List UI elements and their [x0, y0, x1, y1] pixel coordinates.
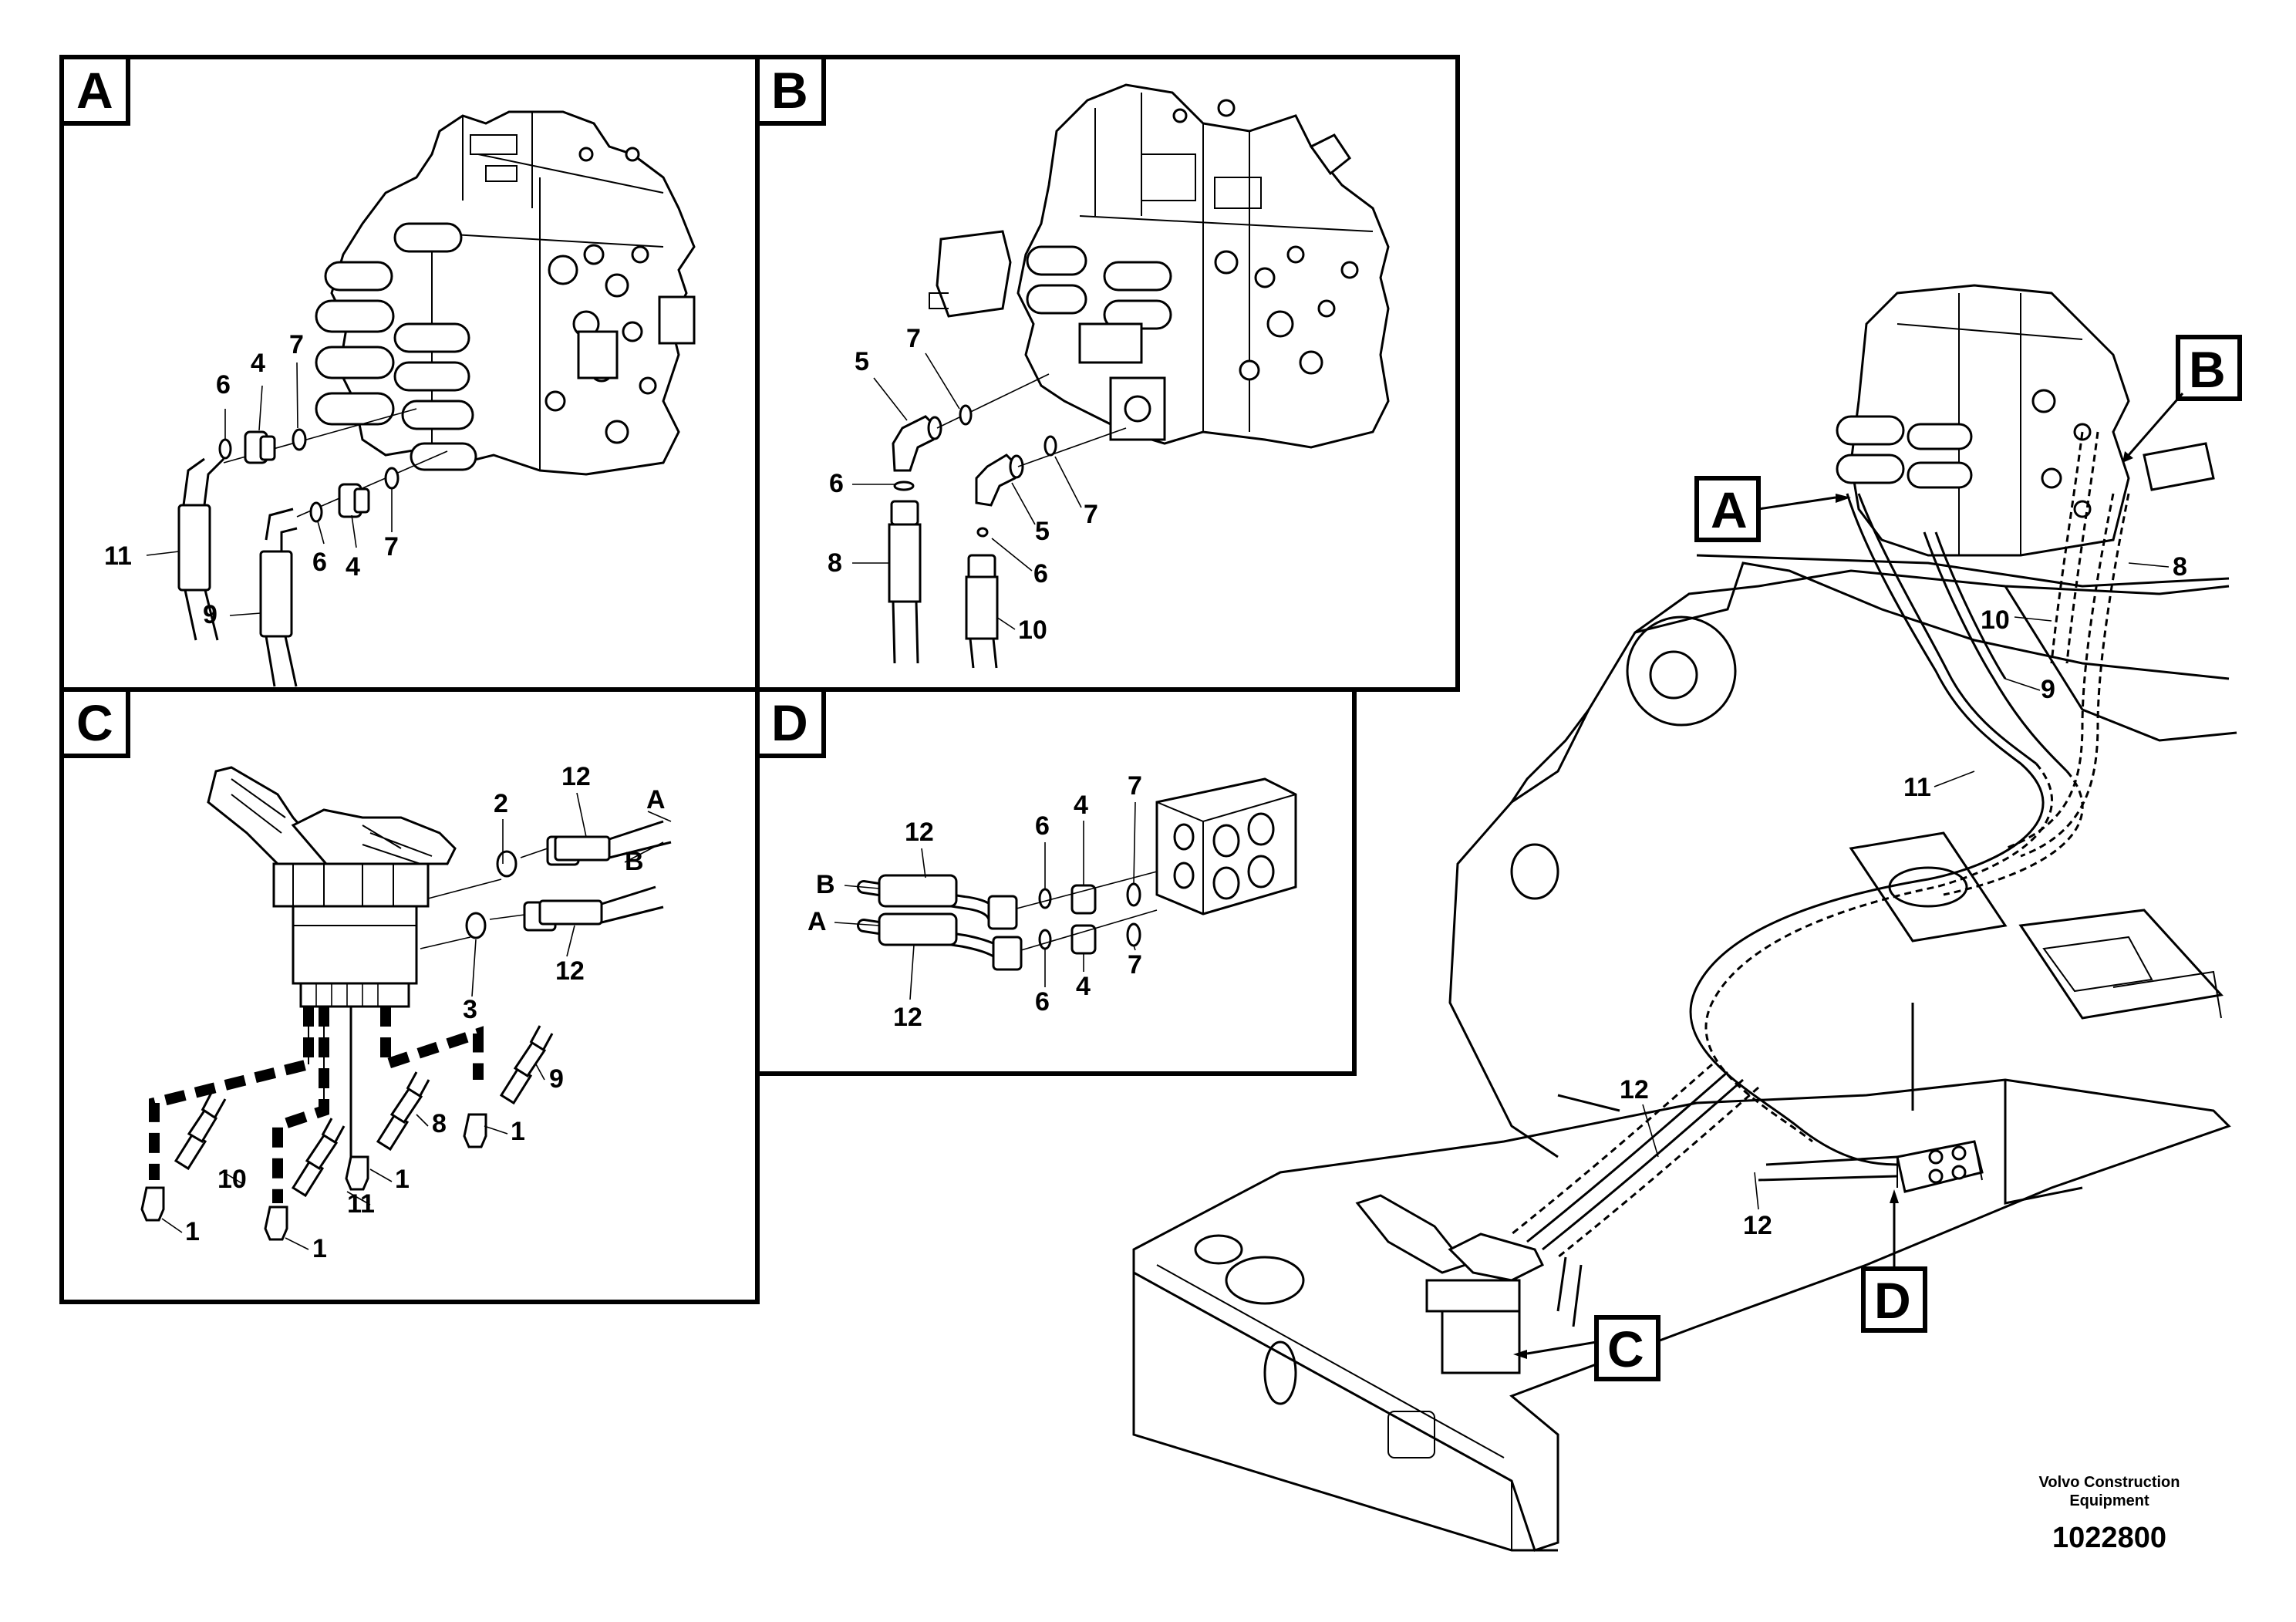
watermark: Volvo Construction Equipment 1022800 [2039, 1474, 2180, 1554]
callout: 12 [555, 956, 585, 986]
watermark-line2: Equipment [2069, 1492, 2149, 1509]
watermark-line1: Volvo Construction [2039, 1474, 2180, 1491]
callout: 7 [384, 532, 399, 561]
hose-9-a [259, 450, 448, 687]
control-valve-b [929, 83, 1390, 449]
callout: 8 [2173, 552, 2187, 582]
fittings-a [218, 362, 400, 548]
control-valve-a [315, 110, 696, 476]
callout: 7 [1128, 771, 1142, 801]
marker-c: C [1607, 1320, 1644, 1378]
callout: 12 [1620, 1075, 1649, 1104]
hoses-12-d [857, 871, 1158, 971]
panel-b-title: B [771, 62, 808, 119]
callout: B [816, 870, 835, 899]
pedal-valve-c [207, 766, 457, 1008]
marker-d: D [1874, 1272, 1911, 1329]
callout: 12 [905, 818, 934, 847]
callout: 1 [185, 1217, 200, 1246]
callout: 7 [1084, 500, 1098, 529]
callout: 7 [289, 330, 304, 359]
hose-10-b [965, 427, 1127, 669]
callout: B [625, 847, 644, 876]
callout: 8 [828, 548, 842, 578]
callout: 6 [829, 469, 844, 498]
callout: 10 [217, 1165, 247, 1194]
callout: 5 [855, 347, 869, 376]
hose-8-b [888, 373, 1050, 664]
marker-a: A [1711, 481, 1748, 538]
dashed-links-c [149, 1007, 484, 1203]
small-control-valve [1836, 284, 2215, 557]
small-pedal [1355, 1194, 1545, 1374]
callouts-c: 2 12 A B 12 3 9 8 1 1 10 11 1 1 [161, 762, 672, 1263]
panel-d: D 12 6 4 7 [755, 687, 1357, 1076]
panel-a: A [59, 55, 760, 692]
callout: 9 [2041, 675, 2055, 704]
callout: 12 [1743, 1211, 1772, 1240]
callouts-a: 6 4 7 11 9 6 4 7 [104, 330, 399, 629]
callout: 3 [463, 995, 477, 1024]
drawing-number: 1022800 [2052, 1522, 2166, 1554]
hose-11-a [177, 408, 417, 641]
callout: A [807, 907, 827, 936]
small-manifold [1896, 1140, 1984, 1193]
callout: 4 [1076, 972, 1091, 1001]
callout: 7 [1128, 950, 1142, 980]
callout: 5 [1035, 517, 1050, 546]
callout: 10 [1981, 605, 2010, 635]
callouts-d: 12 6 4 7 B A 12 6 4 7 [807, 771, 1142, 1032]
callouts-b: 5 7 6 8 5 7 6 10 [828, 324, 1098, 645]
panel-c: C [59, 687, 760, 1304]
callout: A [646, 785, 666, 814]
callout: 8 [432, 1109, 447, 1138]
callout: 12 [893, 1003, 922, 1032]
callout: 10 [1018, 615, 1047, 645]
callout: 9 [203, 600, 217, 629]
overview-markers: A B C D [1513, 335, 2242, 1381]
callout: 7 [906, 324, 921, 353]
panel-a-title: A [76, 62, 113, 119]
overview-callouts: 8 10 9 11 12 12 [1620, 552, 2187, 1240]
fittings-c [140, 1025, 554, 1241]
panel-d-title: D [771, 694, 808, 751]
callout: 6 [216, 370, 231, 400]
hoses-12-c [420, 820, 672, 949]
callout: 4 [346, 552, 360, 582]
callout: 9 [549, 1064, 564, 1094]
callout: 6 [1035, 987, 1050, 1017]
overview-hoses [1511, 431, 2130, 1327]
overview-machine: A B C D 8 10 9 11 12 12 [1132, 284, 2242, 1552]
marker-b: B [2189, 341, 2226, 398]
callout: 4 [1074, 791, 1088, 820]
panel-c-title: C [76, 694, 113, 751]
panel-b: B [755, 55, 1460, 692]
callout: 12 [561, 762, 591, 791]
callout: 4 [251, 349, 265, 378]
manifold-block-d [1155, 777, 1297, 916]
callout: 11 [1903, 773, 1931, 802]
callout: 2 [494, 789, 508, 818]
callout: 6 [1035, 811, 1050, 841]
callout: 6 [1033, 559, 1048, 588]
callout: 1 [312, 1234, 327, 1263]
callout: 11 [104, 541, 132, 571]
callout: 1 [511, 1117, 525, 1146]
callout: 1 [395, 1165, 410, 1194]
callout: 6 [312, 548, 327, 577]
